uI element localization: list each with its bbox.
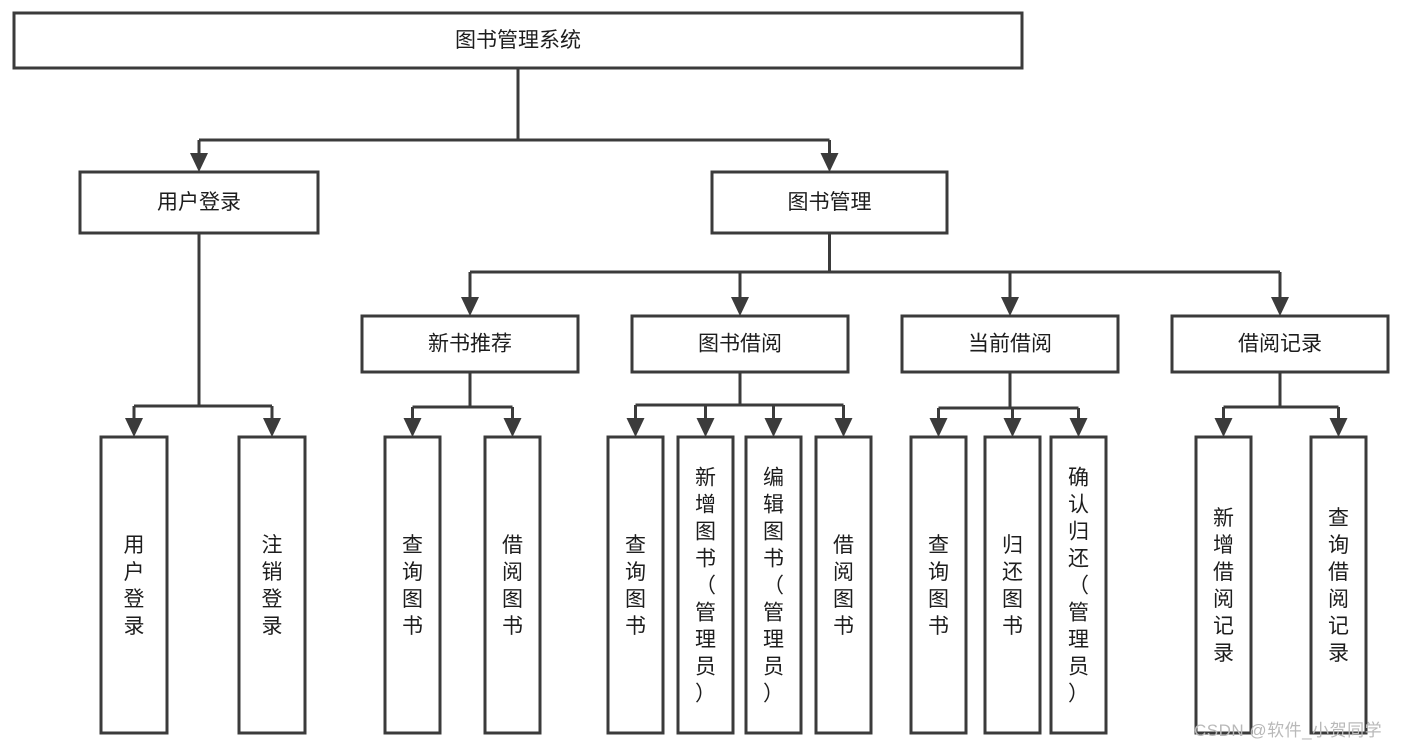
arrow-head-icon bbox=[929, 418, 948, 437]
node-label: 用户登录 bbox=[157, 191, 241, 214]
node-box[interactable] bbox=[909, 435, 968, 735]
arrow-head-icon bbox=[1329, 418, 1348, 437]
node-label: 借阅图书 bbox=[502, 534, 523, 638]
node-box[interactable] bbox=[900, 314, 1120, 374]
node-box[interactable] bbox=[12, 11, 1024, 70]
node-layer: 图书管理系统用户登录图书管理新书推荐图书借阅当前借阅借阅记录用户登录注销登录查询… bbox=[12, 11, 1390, 735]
arrow-head-icon bbox=[764, 418, 783, 437]
tree-node-level2[interactable]: 图书管理 bbox=[710, 170, 949, 235]
arrow-head-icon bbox=[403, 418, 422, 437]
tree-node-leaf[interactable]: 用户登录 bbox=[99, 435, 169, 735]
tree-node-leaf[interactable]: 查询图书 bbox=[383, 435, 442, 735]
tree-node-leaf[interactable]: 新增借阅记录 bbox=[1194, 435, 1253, 735]
tree-node-leaf[interactable]: 确认归还（管理员） bbox=[1049, 435, 1108, 735]
tree-node-level2[interactable]: 用户登录 bbox=[78, 170, 320, 235]
node-label: 新增借阅记录 bbox=[1213, 507, 1234, 665]
node-box[interactable] bbox=[710, 170, 949, 235]
node-box[interactable] bbox=[1049, 435, 1108, 735]
arrow-head-icon bbox=[626, 418, 645, 437]
node-label: 图书管理 bbox=[788, 191, 872, 214]
node-box[interactable] bbox=[383, 435, 442, 735]
arrow-head-icon bbox=[461, 297, 479, 316]
node-label: 新书推荐 bbox=[428, 333, 512, 356]
node-box[interactable] bbox=[360, 314, 580, 374]
node-label: 查询图书 bbox=[402, 534, 423, 638]
tree-node-level3[interactable]: 图书借阅 bbox=[630, 314, 850, 374]
node-label: 借阅图书 bbox=[833, 534, 854, 638]
csdn-watermark: CSDN @软件_小贺同学 bbox=[1194, 721, 1383, 740]
arrow-head-icon bbox=[190, 153, 208, 172]
node-label: 归还图书 bbox=[1002, 534, 1023, 638]
arrow-head-icon bbox=[125, 418, 143, 437]
node-label: 新增图书（管理员） bbox=[695, 467, 716, 706]
arrow-head-icon bbox=[731, 297, 749, 316]
tree-node-leaf[interactable]: 归还图书 bbox=[983, 435, 1042, 735]
node-label: 用户登录 bbox=[124, 534, 145, 638]
tree-node-level3[interactable]: 当前借阅 bbox=[900, 314, 1120, 374]
node-label: 编辑图书（管理员） bbox=[763, 467, 784, 706]
arrow-head-icon bbox=[834, 418, 853, 437]
arrow-head-icon bbox=[820, 153, 839, 172]
node-label: 查询图书 bbox=[928, 534, 949, 638]
node-box[interactable] bbox=[1170, 314, 1390, 374]
node-label: 查询借阅记录 bbox=[1328, 507, 1349, 665]
node-box[interactable] bbox=[483, 435, 542, 735]
tree-node-root[interactable]: 图书管理系统 bbox=[12, 11, 1024, 70]
node-box[interactable] bbox=[983, 435, 1042, 735]
tree-node-leaf[interactable]: 注销登录 bbox=[237, 435, 307, 735]
node-box[interactable] bbox=[1194, 435, 1253, 735]
node-box[interactable] bbox=[237, 435, 307, 735]
tree-node-leaf[interactable]: 查询借阅记录 bbox=[1309, 435, 1368, 735]
arrow-head-icon bbox=[1003, 418, 1022, 437]
node-label: 注销登录 bbox=[262, 534, 283, 638]
arrow-head-icon bbox=[1069, 418, 1088, 437]
tree-node-leaf[interactable]: 查询图书 bbox=[909, 435, 968, 735]
tree-node-level3[interactable]: 新书推荐 bbox=[360, 314, 580, 374]
node-box[interactable] bbox=[99, 435, 169, 735]
tree-node-leaf[interactable]: 编辑图书（管理员） bbox=[744, 435, 803, 735]
node-box[interactable] bbox=[630, 314, 850, 374]
node-box[interactable] bbox=[676, 435, 735, 735]
node-label: 查询图书 bbox=[625, 534, 646, 638]
tree-node-level3[interactable]: 借阅记录 bbox=[1170, 314, 1390, 374]
node-label: 确认归还（管理员） bbox=[1068, 467, 1089, 706]
node-box[interactable] bbox=[814, 435, 873, 735]
tree-node-leaf[interactable]: 借阅图书 bbox=[814, 435, 873, 735]
node-box[interactable] bbox=[1309, 435, 1368, 735]
node-box[interactable] bbox=[744, 435, 803, 735]
node-label: 当前借阅 bbox=[968, 333, 1052, 356]
arrow-head-icon bbox=[1001, 297, 1019, 316]
arrow-head-icon bbox=[503, 418, 522, 437]
tree-node-leaf[interactable]: 新增图书（管理员） bbox=[676, 435, 735, 735]
arrow-head-icon bbox=[1271, 297, 1289, 316]
arrow-head-icon bbox=[696, 418, 715, 437]
node-label: 图书借阅 bbox=[698, 333, 782, 356]
node-box[interactable] bbox=[78, 170, 320, 235]
arrow-head-icon bbox=[263, 418, 281, 437]
node-label: 图书管理系统 bbox=[455, 29, 581, 52]
tree-node-leaf[interactable]: 借阅图书 bbox=[483, 435, 542, 735]
node-label: 借阅记录 bbox=[1238, 333, 1322, 356]
node-box[interactable] bbox=[606, 435, 665, 735]
tree-node-leaf[interactable]: 查询图书 bbox=[606, 435, 665, 735]
arrow-head-icon bbox=[1214, 418, 1233, 437]
connector-layer bbox=[125, 68, 1348, 437]
